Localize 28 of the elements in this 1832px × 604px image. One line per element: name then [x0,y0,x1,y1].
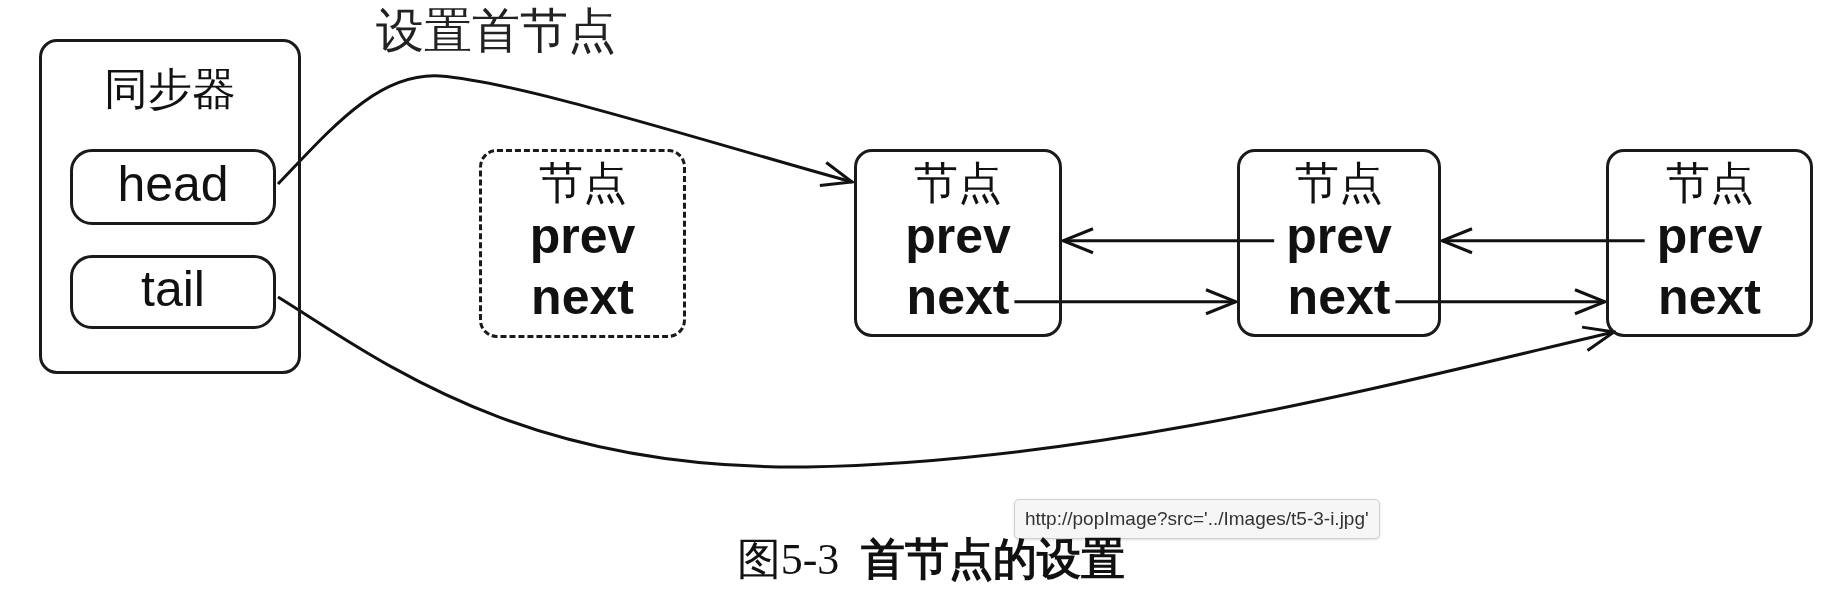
arrow [1440,227,1645,255]
box-title: 同步器 [104,63,236,115]
container-box [39,39,301,374]
pointer-label: prev [905,208,1011,266]
arrow [277,295,1616,469]
list-node-box [854,149,1062,337]
field-box [70,149,276,225]
pointer-label: next [1287,269,1391,327]
arrow [1014,288,1238,316]
pointer-label: prev [1656,208,1763,266]
arrow [1395,288,1607,316]
list-node-box [1606,149,1813,337]
pointer-label: next [531,269,634,327]
list-node-box [479,149,686,338]
pointer-label: next [1658,269,1761,327]
box-title: 节点 [914,157,1002,209]
field-label: head [117,156,229,214]
arrow [1061,227,1275,255]
box-title: 节点 [1665,157,1754,209]
field-label: tail [141,261,205,319]
pointer-label: next [906,269,1010,327]
field-box [70,255,276,329]
list-node-box [1237,149,1441,337]
pointer-label: prev [1286,208,1392,266]
box-title: 节点 [1295,157,1383,209]
arrow [276,74,854,187]
box-title: 节点 [538,157,627,209]
pointer-label: prev [529,208,636,266]
